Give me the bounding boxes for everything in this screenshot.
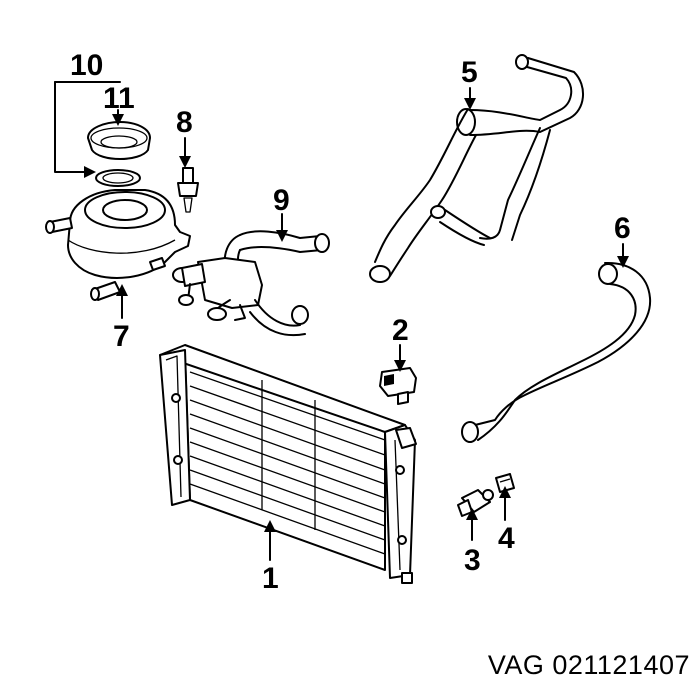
callout-9: 9: [273, 184, 290, 217]
part-number-label: VAG 021121407: [487, 650, 690, 680]
cap-seal-ring: [95, 169, 141, 187]
radiator-fins: [189, 371, 386, 555]
callout-8: 8: [176, 106, 193, 139]
callout-4: 4: [498, 522, 515, 555]
callout-5: 5: [461, 56, 478, 89]
temperature-sensor: [457, 489, 494, 517]
lower-radiator-hose: [461, 261, 652, 443]
callout-10: 10: [70, 49, 103, 82]
radiator: [159, 344, 417, 584]
callout-3: 3: [464, 544, 481, 577]
heater-hose-assembly: [172, 230, 330, 337]
retaining-clip: [495, 473, 515, 493]
upper-radiator-hose: [369, 54, 584, 283]
thermo-switch: [379, 367, 417, 405]
leader-lines: [54, 81, 629, 561]
callout-6: 6: [614, 212, 631, 245]
callout-2: 2: [392, 314, 409, 347]
callout-1: 1: [262, 562, 279, 595]
callout-7: 7: [113, 320, 130, 353]
callout-11: 11: [103, 82, 135, 115]
coolant-reservoir: [45, 189, 191, 301]
bleeder-screw: [177, 167, 199, 213]
reservoir-cap: [87, 121, 151, 160]
